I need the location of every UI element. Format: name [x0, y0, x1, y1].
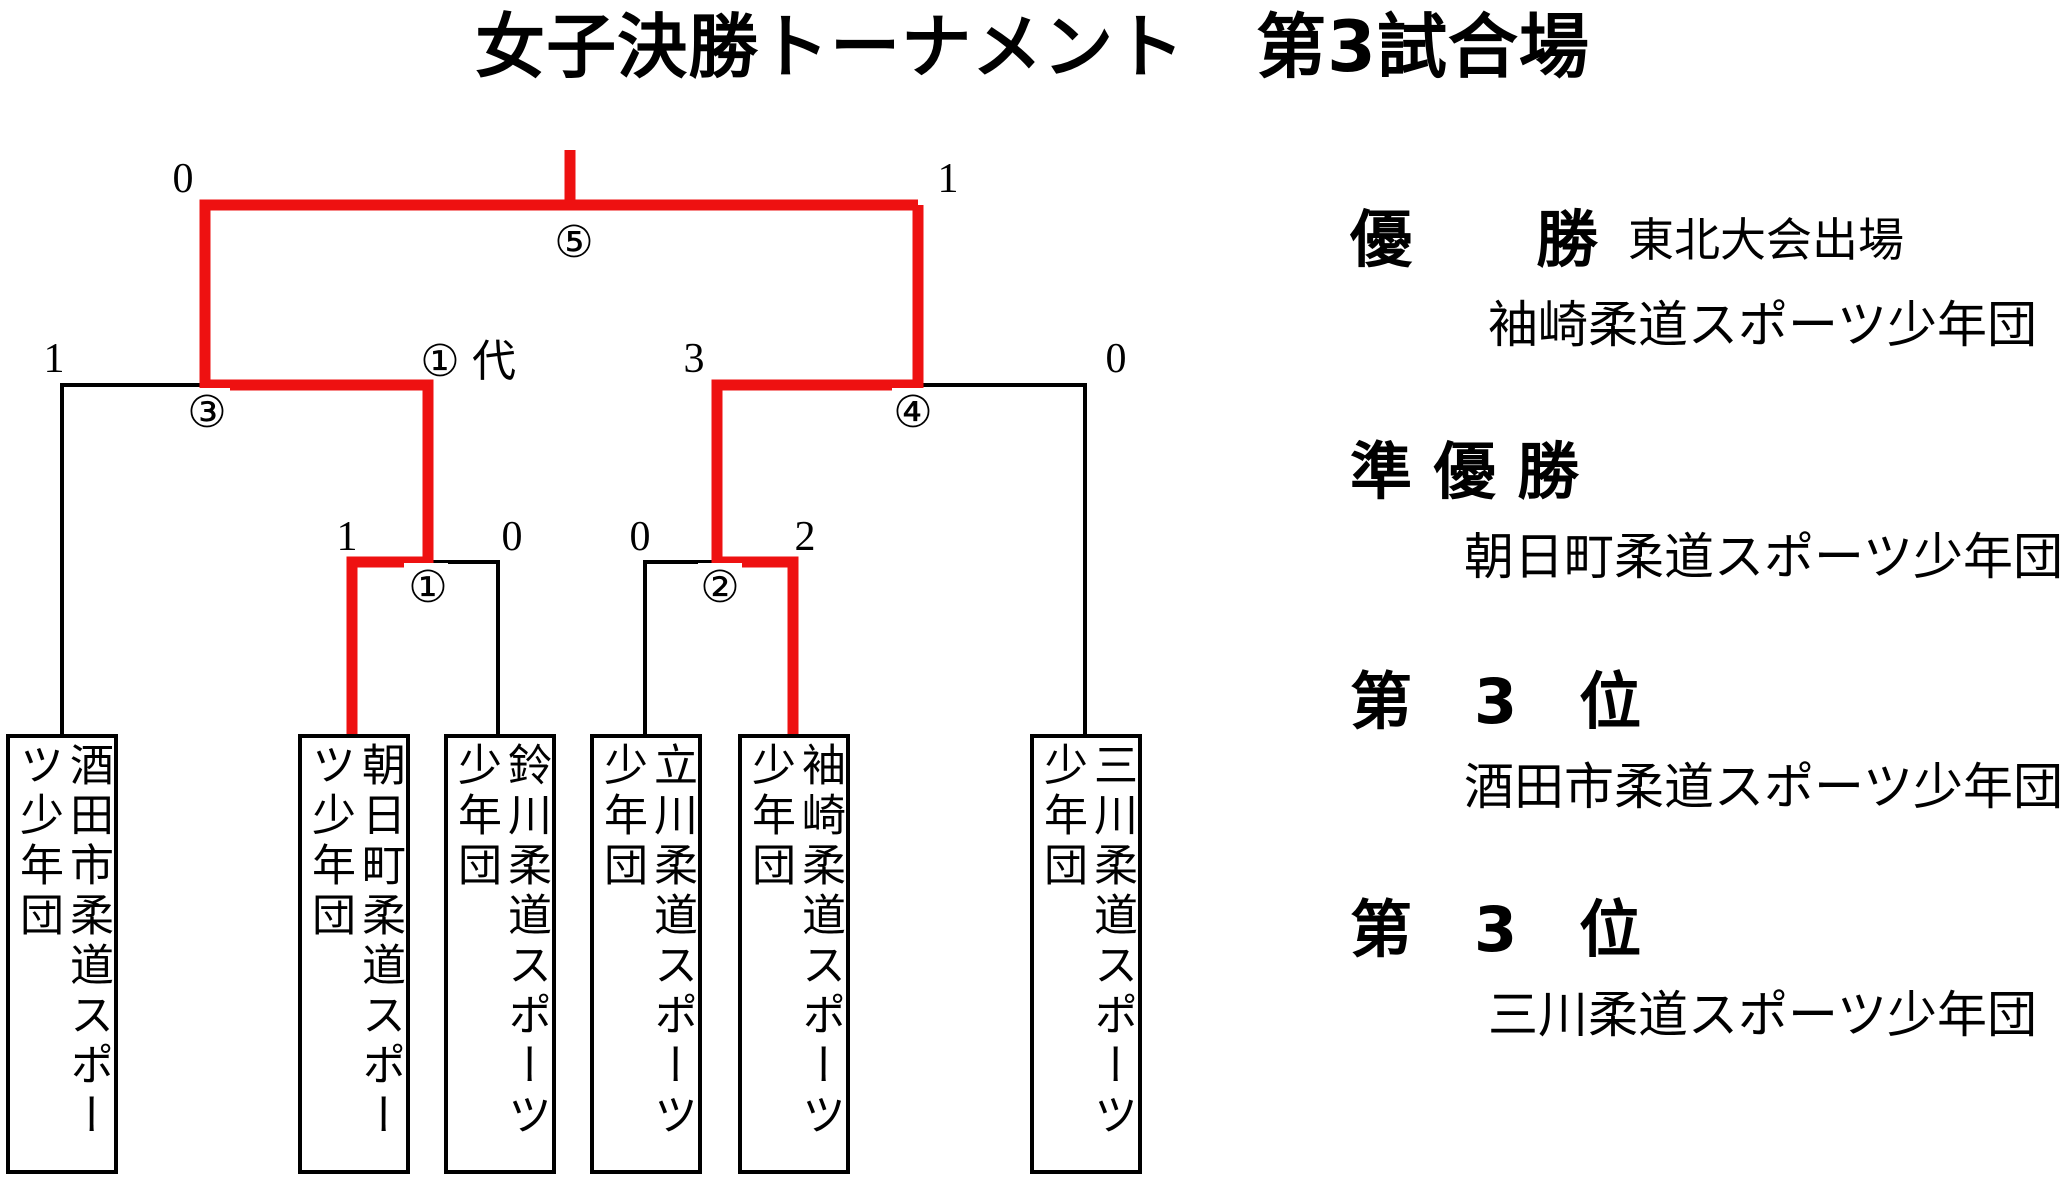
team-box-mikawa: 三川柔道スポーツ少年団 [1030, 734, 1142, 1174]
match-number-4: ④ [893, 387, 932, 438]
score-match5-left: 0 [173, 156, 194, 202]
winner-line-final [564, 150, 918, 211]
match-number-2: ② [700, 562, 739, 613]
result-runner-up: 準 優 勝 朝日町柔道スポーツ少年団 [1350, 432, 2063, 602]
result-champion: 優 勝 東北大会出場 袖崎柔道スポーツ少年団 [1350, 200, 2060, 370]
score-match3-left: 1 [44, 336, 65, 382]
result-champion-note: 東北大会出場 [1628, 213, 1904, 267]
match-number-1: ① [408, 562, 447, 613]
bracket-line-match3-left [60, 383, 207, 736]
match-note-1: 代 [472, 336, 516, 387]
score-match5-right: 1 [938, 156, 959, 202]
team-box-asahi: 朝日町柔道スポーツ少年団 [298, 734, 410, 1174]
team-box-suzukawa: 鈴川柔道スポーツ少年団 [444, 734, 556, 1174]
score-match2-left: 0 [630, 514, 651, 560]
match-number-3: ③ [187, 387, 226, 438]
score-match1-right: 0 [502, 514, 523, 560]
match-number-5: ⑤ [554, 217, 593, 268]
team-name-sakata: 酒田市柔道スポーツ少年団 [12, 742, 113, 1142]
winner-line-asahi [199, 199, 570, 734]
winner-line-sodesaki [711, 205, 924, 734]
result-champion-label: 優 勝 [1350, 203, 1599, 276]
team-name-suzukawa: 鈴川柔道スポーツ少年団 [450, 742, 551, 1142]
team-box-sodesaki: 袖崎柔道スポーツ少年団 [738, 734, 850, 1174]
result-third-2-team: 三川柔道スポーツ少年団 [1488, 986, 2037, 1044]
team-box-tachikawa: 立川柔道スポーツ少年団 [590, 734, 702, 1174]
score-match4-left: 3 [684, 336, 705, 382]
result-third-1: 第 3 位 酒田市柔道スポーツ少年団 [1350, 662, 2063, 832]
result-third-1-label: 第 3 位 [1350, 665, 1642, 738]
bracket-line-match4-right [916, 383, 1087, 736]
team-name-asahi: 朝日町柔道スポーツ少年団 [304, 742, 405, 1142]
match-number-1-top: ① [420, 336, 459, 387]
team-name-mikawa: 三川柔道スポーツ少年団 [1036, 742, 1137, 1142]
team-box-sakata: 酒田市柔道スポーツ少年団 [6, 734, 118, 1174]
team-name-sodesaki: 袖崎柔道スポーツ少年団 [744, 742, 845, 1142]
result-runner-up-label: 準 優 勝 [1350, 435, 1580, 508]
page-title: 女子決勝トーナメント 第3試合場 [475, 6, 1590, 88]
result-third-1-team: 酒田市柔道スポーツ少年団 [1464, 758, 2063, 816]
tournament-bracket: ① ② ③ ④ ⑤ 代 ① 1 0 0 2 1 3 0 0 1 [44, 150, 1127, 736]
result-champion-team: 袖崎柔道スポーツ少年団 [1488, 296, 2037, 354]
result-third-2-label: 第 3 位 [1350, 893, 1642, 966]
score-match2-right: 2 [795, 514, 816, 560]
team-name-tachikawa: 立川柔道スポーツ少年団 [596, 742, 697, 1142]
bracket-line-match1-right [426, 560, 500, 736]
result-runner-up-team: 朝日町柔道スポーツ少年団 [1464, 528, 2063, 586]
bracket-line-match2-left [643, 560, 719, 736]
score-match1-left: 1 [337, 514, 358, 560]
result-third-2: 第 3 位 三川柔道スポーツ少年団 [1350, 890, 2060, 1060]
score-match4-right: 0 [1106, 336, 1127, 382]
